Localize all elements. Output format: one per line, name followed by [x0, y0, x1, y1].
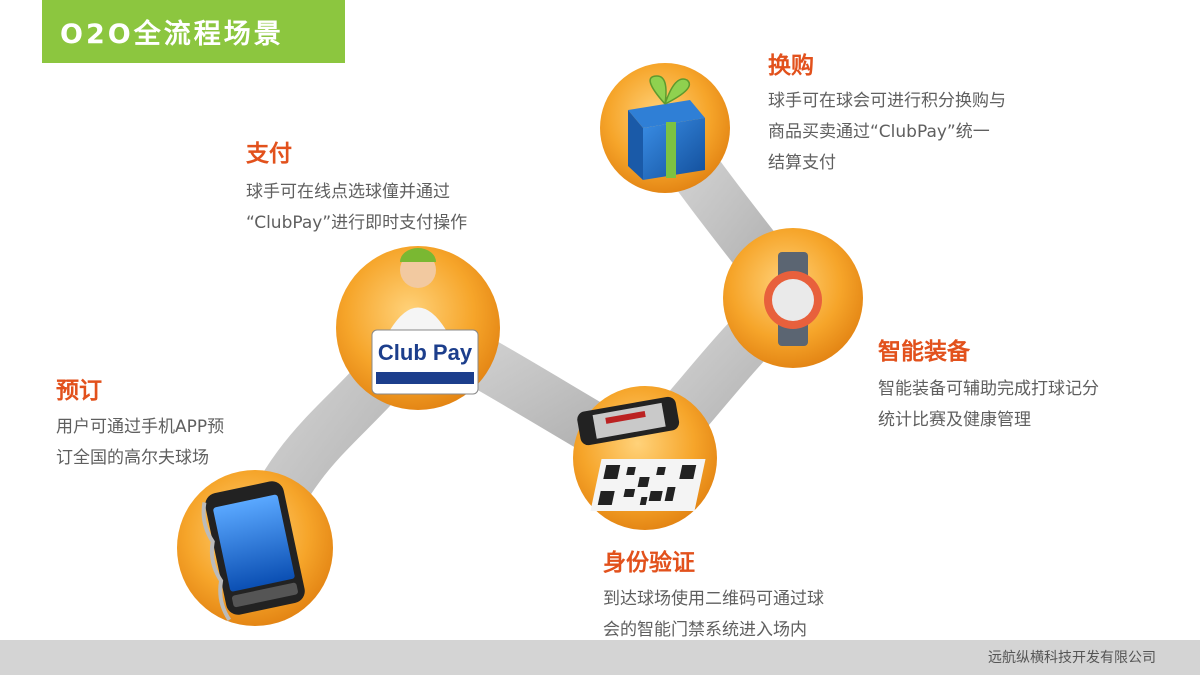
- step-desc-verify: 到达球场使用二维码可通过球 会的智能门禁系统进入场内: [603, 584, 824, 646]
- step-desc-exchange: 球手可在球会可进行积分换购与 商品买卖通过“ClubPay”统一 结算支付: [768, 86, 1006, 179]
- step-desc-payment: 球手可在线点选球僮并通过 “ClubPay”进行即时支付操作: [246, 177, 467, 239]
- step-label-device: 智能装备: [878, 339, 970, 365]
- node-verify: [573, 386, 717, 530]
- step-label-payment: 支付: [246, 141, 292, 167]
- desc-line: 统计比赛及健康管理: [878, 410, 1031, 430]
- desc-line: 会的智能门禁系统进入场内: [603, 620, 807, 640]
- page-title: O2O全流程场景: [60, 19, 284, 50]
- node-payment: Club Pay: [336, 246, 500, 410]
- smartphone-icon: [201, 481, 305, 622]
- smartwatch-icon: [764, 252, 822, 346]
- desc-line: 智能装备可辅助完成打球记分: [878, 379, 1099, 399]
- desc-line: 结算支付: [768, 153, 836, 173]
- svg-text:Club Pay: Club Pay: [378, 340, 473, 365]
- desc-line: 到达球场使用二维码可通过球: [603, 589, 824, 609]
- clubpay-card-icon: Club Pay: [371, 248, 479, 395]
- step-desc-device: 智能装备可辅助完成打球记分 统计比赛及健康管理: [878, 374, 1099, 436]
- desc-line: 商品买卖通过“ClubPay”统一: [768, 122, 990, 142]
- qr-code-phone-icon: [577, 396, 706, 511]
- node-booking: [177, 470, 333, 626]
- step-label-verify: 身份验证: [603, 550, 695, 576]
- footer-bar: 远航纵横科技开发有限公司: [0, 640, 1200, 675]
- flow-diagram: Club Pay: [177, 63, 863, 626]
- gift-box-icon: [628, 75, 705, 180]
- node-device: [723, 228, 863, 368]
- desc-line: 订全国的高尔夫球场: [56, 448, 209, 468]
- desc-line: “ClubPay”进行即时支付操作: [246, 213, 468, 233]
- company-name: 远航纵横科技开发有限公司: [988, 650, 1156, 666]
- desc-line: 球手可在球会可进行积分换购与: [768, 91, 1006, 111]
- title-bar: O2O全流程场景: [42, 0, 345, 63]
- node-exchange: [600, 63, 730, 193]
- desc-line: 球手可在线点选球僮并通过: [246, 182, 450, 202]
- step-label-exchange: 换购: [768, 53, 814, 79]
- step-label-booking: 预订: [56, 378, 102, 404]
- desc-line: 用户可通过手机APP预: [56, 417, 225, 437]
- step-desc-booking: 用户可通过手机APP预 订全国的高尔夫球场: [56, 412, 224, 474]
